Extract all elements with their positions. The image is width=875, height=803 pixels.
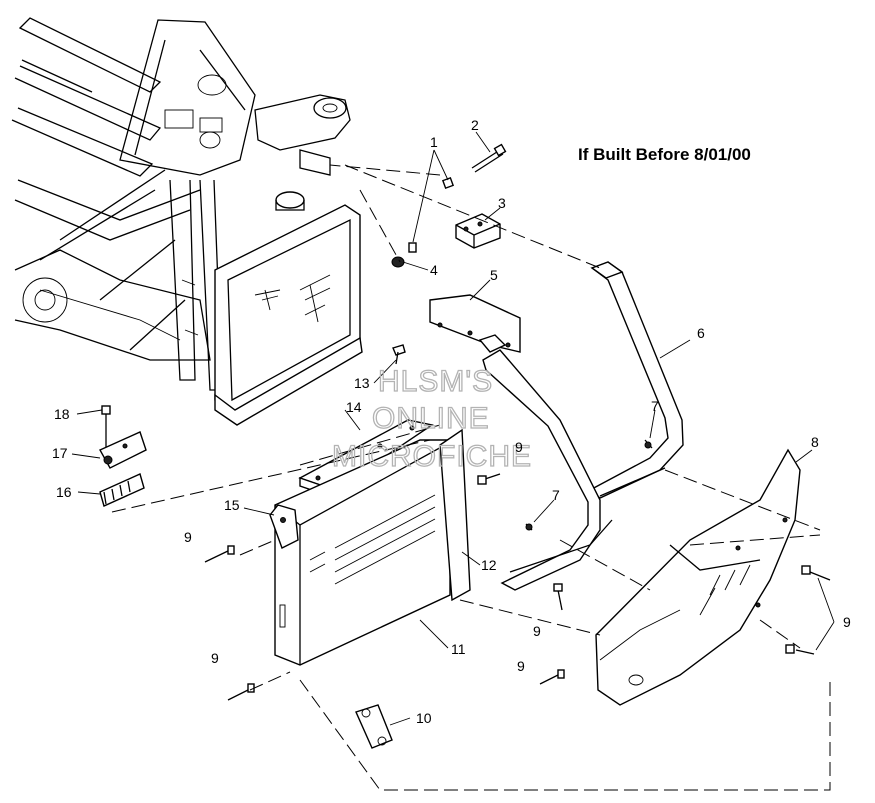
lower-bracket [355, 704, 393, 749]
callout-18: 18 [54, 406, 70, 422]
callout-labels: 1 2 3 4 5 6 7 7 8 9 9 9 9 9 9 10 11 12 1… [52, 117, 851, 726]
build-date-note: If Built Before 8/01/00 [578, 145, 751, 164]
callout-9-skid: 9 [517, 658, 525, 674]
callout-8: 8 [811, 434, 819, 450]
callout-12: 12 [481, 557, 497, 573]
callout-2: 2 [471, 117, 479, 133]
callout-14: 14 [346, 399, 362, 415]
callout-1: 1 [430, 134, 438, 150]
callout-9-left-lower: 9 [211, 650, 219, 666]
leader-lines [71, 131, 835, 726]
callout-7-upper: 7 [651, 398, 659, 414]
fastener-group-top [391, 143, 507, 268]
callout-9-center: 9 [515, 439, 523, 455]
skid-plate [595, 448, 801, 706]
radiator-core [214, 191, 363, 426]
callout-4: 4 [430, 262, 438, 278]
callout-3: 3 [498, 195, 506, 211]
bracket-kit [99, 405, 147, 507]
callout-10: 10 [416, 710, 432, 726]
assembly-lines [111, 164, 831, 791]
callout-11: 11 [451, 641, 466, 657]
front-mount-plate [429, 294, 521, 353]
chassis-frame [11, 17, 351, 391]
callout-13: 13 [354, 375, 370, 391]
watermark: HLSM'S ONLINE MICROFICHE [331, 364, 532, 473]
callout-17: 17 [52, 445, 68, 461]
callout-5: 5 [490, 267, 498, 283]
callout-15: 15 [224, 497, 240, 513]
watermark-line-3: MICROFICHE [332, 440, 532, 473]
callout-9-right: 9 [843, 614, 851, 630]
watermark-line-2: ONLINE [372, 402, 490, 435]
screw-set [204, 439, 831, 701]
bumper-tube [482, 261, 684, 591]
callout-6: 6 [697, 325, 705, 341]
watermark-line-1: HLSM'S [378, 365, 493, 398]
callout-7-lower: 7 [552, 487, 560, 503]
callout-16: 16 [56, 484, 72, 500]
callout-9-left-upper: 9 [184, 529, 192, 545]
callout-9-bumper: 9 [533, 623, 541, 639]
